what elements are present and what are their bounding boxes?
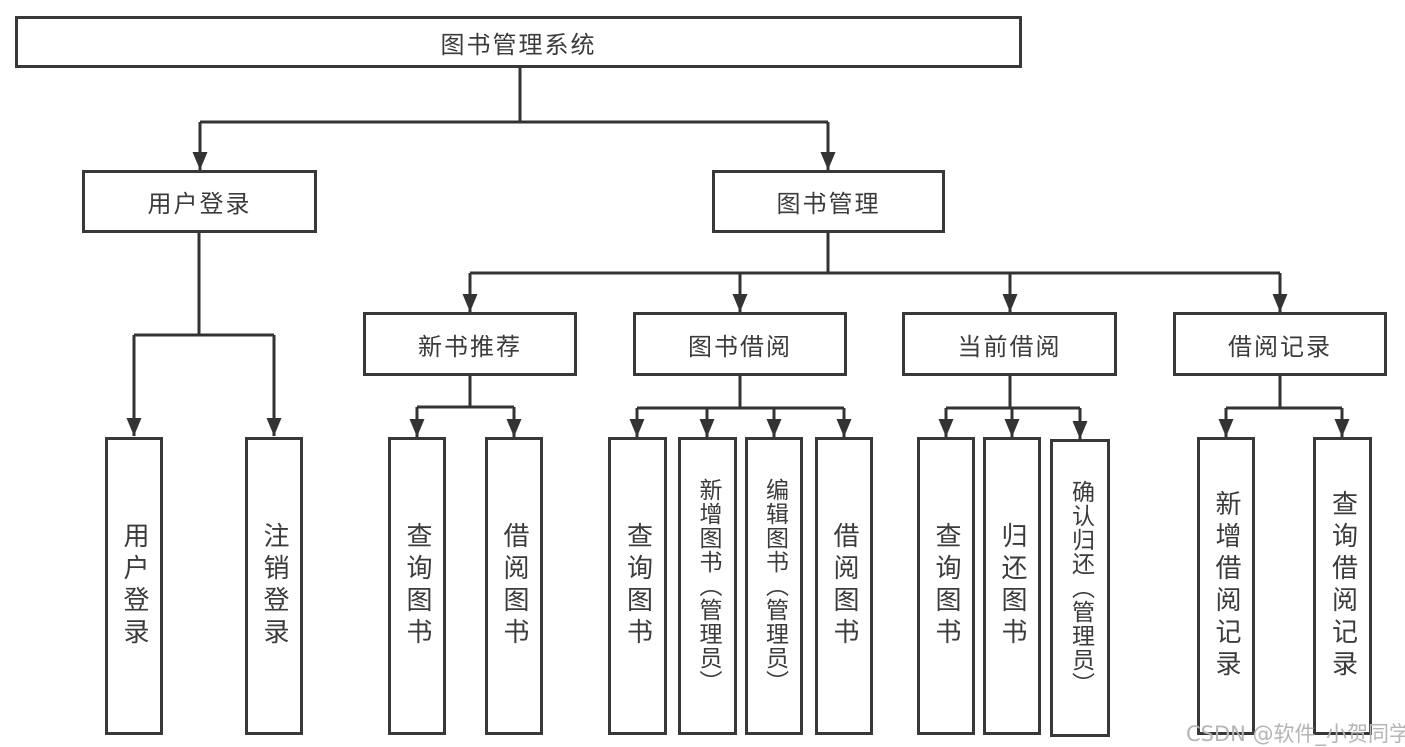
leaf-borrow-books-label: 借阅图书: [829, 522, 859, 650]
leaf-logout-label: 注销登录: [259, 522, 289, 650]
leaf-query-books-borrowing-label: 查询图书: [622, 522, 653, 650]
leaf-query-books-current-label: 查询图书: [931, 522, 961, 650]
leaf-edit-books-admin: 编辑图书（管理员）: [745, 437, 803, 735]
leaf-return-books-label: 归还图书: [997, 522, 1027, 650]
leaf-add-books-admin-label: 新增图书（管理员）: [695, 478, 721, 694]
node-borrowing-records: 借阅记录: [1173, 312, 1387, 376]
node-book-management-label: 图书管理: [776, 190, 881, 218]
leaf-add-books-admin: 新增图书（管理员）: [678, 437, 737, 735]
leaf-confirm-return-admin: 确认归还（管理员）: [1050, 439, 1110, 737]
leaf-query-books-recommend: 查询图书: [388, 437, 446, 735]
leaf-borrow-books-recommend-label: 借阅图书: [499, 522, 529, 650]
leaf-query-borrow-record-label: 查询借阅记录: [1327, 490, 1358, 682]
leaf-user-login: 用户登录: [105, 437, 163, 735]
node-user-login-label: 用户登录: [147, 190, 252, 218]
leaf-query-books-current: 查询图书: [917, 437, 975, 735]
node-current-borrowing: 当前借阅: [902, 312, 1117, 376]
node-book-borrowing-label: 图书借阅: [688, 332, 792, 361]
leaf-borrow-books-recommend: 借阅图书: [485, 437, 543, 735]
node-user-login: 用户登录: [82, 170, 317, 233]
node-book-management: 图书管理: [712, 170, 945, 233]
node-new-book-recommendation: 新书推荐: [363, 312, 577, 376]
leaf-query-books-borrowing: 查询图书: [608, 437, 667, 735]
leaf-logout: 注销登录: [245, 437, 303, 735]
leaf-return-books: 归还图书: [983, 437, 1041, 735]
leaf-query-borrow-record: 查询借阅记录: [1313, 437, 1372, 735]
leaf-confirm-return-admin-label: 确认归还（管理员）: [1067, 480, 1094, 696]
node-root: 图书管理系统: [15, 16, 1022, 68]
node-book-borrowing: 图书借阅: [633, 312, 847, 376]
node-new-book-recommendation-label: 新书推荐: [418, 332, 522, 361]
node-current-borrowing-label: 当前借阅: [957, 332, 1062, 361]
leaf-user-login-label: 用户登录: [119, 522, 149, 650]
leaf-borrow-books: 借阅图书: [815, 437, 873, 735]
csdn-watermark: CSDN @软件_小贺同学: [1186, 722, 1405, 746]
node-root-label: 图书管理系统: [440, 30, 597, 59]
node-borrowing-records-label: 借阅记录: [1228, 332, 1332, 361]
leaf-edit-books-admin-label: 编辑图书（管理员）: [761, 478, 788, 694]
leaf-query-books-recommend-label: 查询图书: [402, 522, 432, 650]
leaf-add-borrow-record-label: 新增借阅记录: [1211, 490, 1241, 682]
leaf-add-borrow-record: 新增借阅记录: [1197, 437, 1255, 735]
